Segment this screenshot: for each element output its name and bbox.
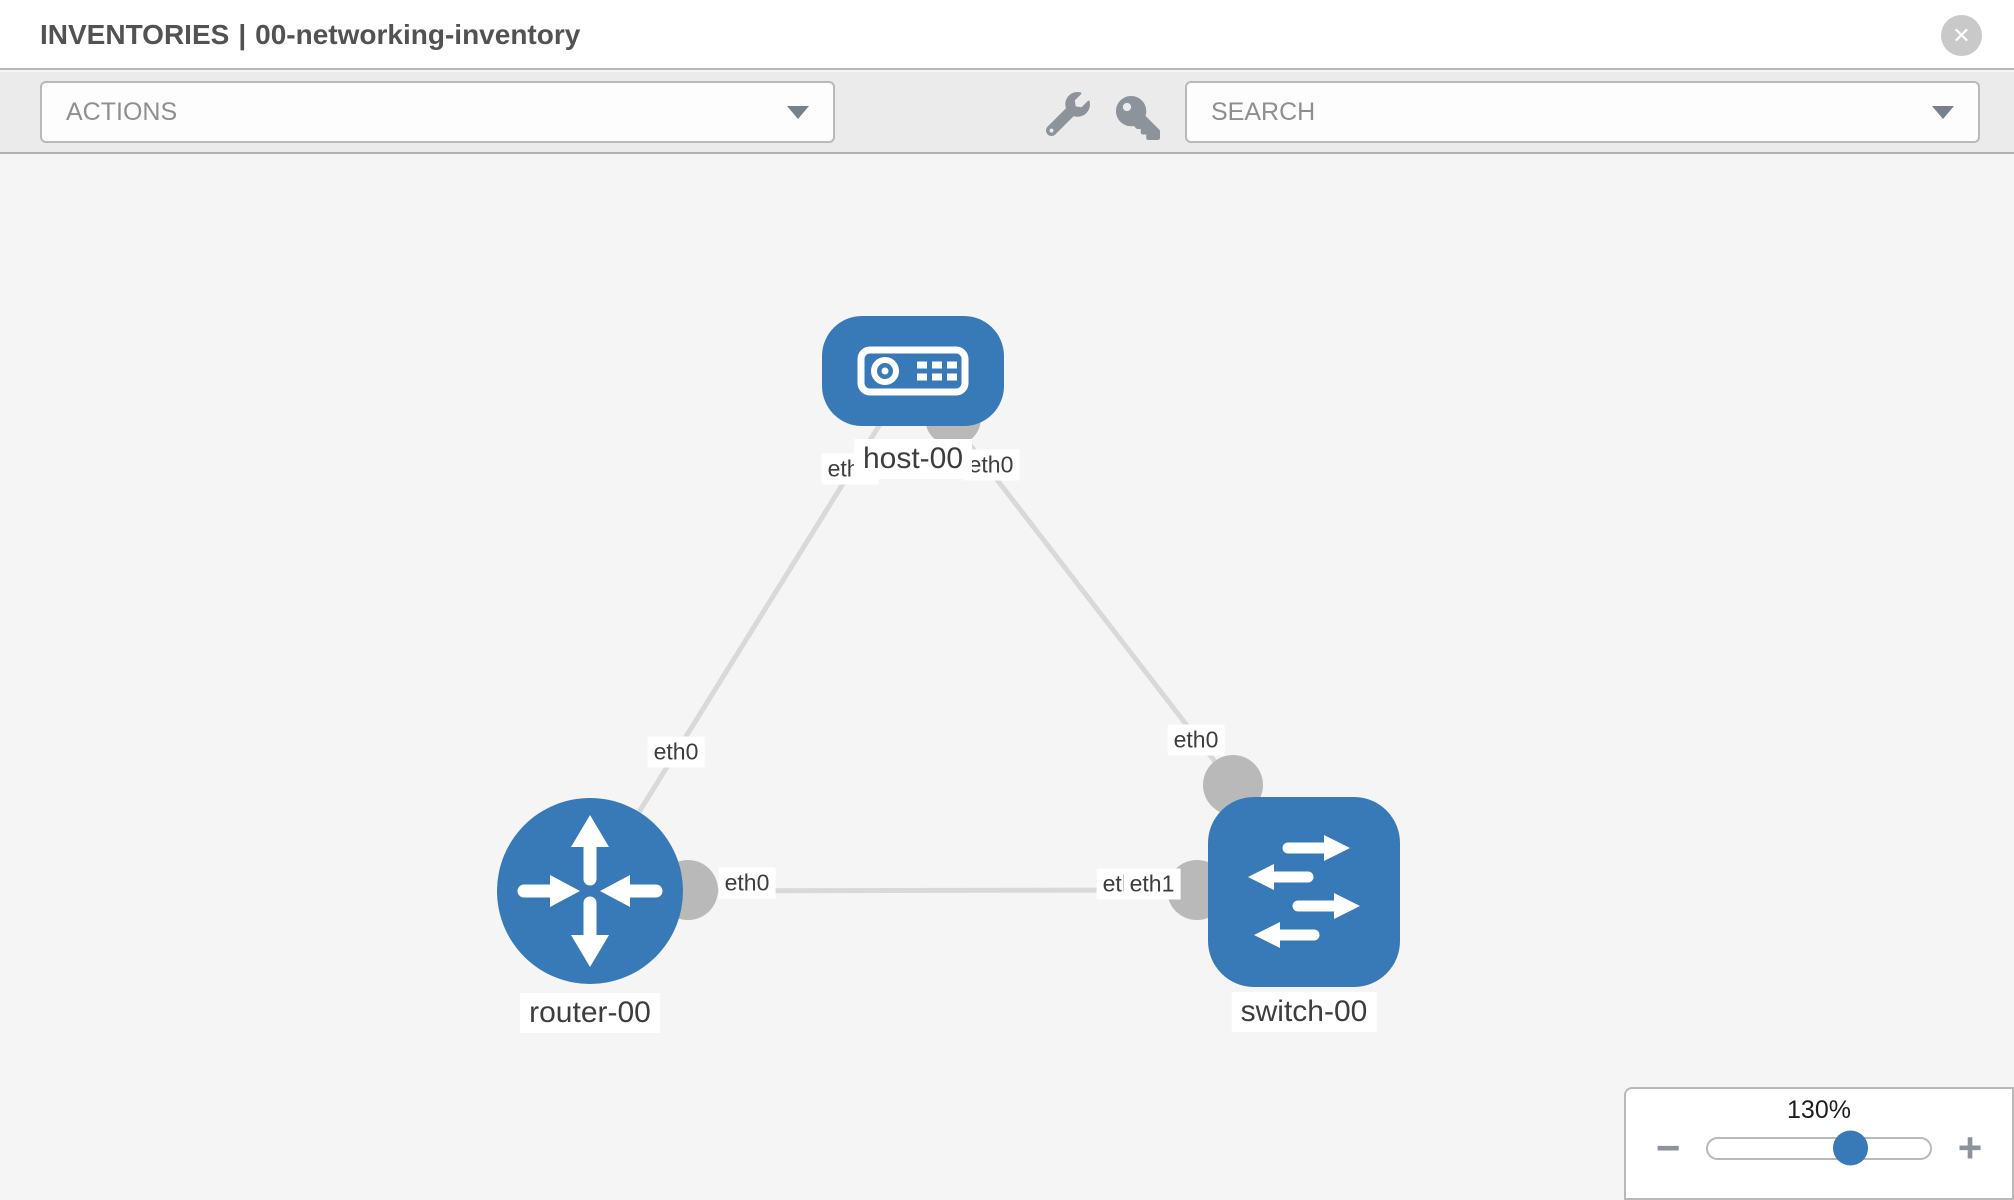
host-icon [857, 346, 969, 396]
router-icon [517, 815, 663, 967]
actions-dropdown-label: ACTIONS [66, 97, 178, 126]
topology-canvas[interactable]: eth0eth0eth0eth0eth0eth1eth1host-00route… [0, 154, 2014, 1200]
node-switch-00[interactable] [1208, 797, 1400, 987]
interface-label-eth0: eth0 [962, 449, 1020, 481]
search-dropdown[interactable]: SEARCH [1185, 81, 1980, 143]
search-placeholder: SEARCH [1211, 97, 1316, 126]
zoom-panel: 130% − + [1624, 1087, 2014, 1200]
inventory-name: 00-networking-inventory [255, 19, 581, 50]
header-bar: INVENTORIES | 00-networking-inventory ✕ [0, 0, 2014, 70]
interface-label-eth0: eth0 [1167, 724, 1225, 756]
node-router-00[interactable] [497, 798, 683, 984]
switch-icon [1248, 835, 1360, 948]
node-label-switch-00: switch-00 [1231, 992, 1377, 1032]
interface-label-eth1: eth1 [1123, 868, 1181, 900]
breadcrumb-inventories[interactable]: INVENTORIES [40, 19, 230, 50]
page-title: INVENTORIES | 00-networking-inventory [40, 0, 580, 70]
chevron-down-icon [787, 105, 809, 119]
node-label-host-00: host-00 [853, 439, 973, 479]
zoom-out-button[interactable]: − [1655, 1124, 1681, 1171]
zoom-slider-track[interactable] [1706, 1130, 1932, 1166]
breadcrumb-separator: | [238, 19, 247, 50]
zoom-in-button[interactable]: + [1957, 1124, 1983, 1171]
zoom-level-readout: 130% [1787, 1096, 1851, 1124]
close-icon[interactable]: ✕ [1941, 15, 1982, 56]
node-label-router-00: router-00 [520, 993, 660, 1033]
interface-label-eth0: eth0 [647, 736, 705, 768]
zoom-slider-thumb[interactable] [1833, 1130, 1869, 1166]
key-icon[interactable] [1116, 96, 1160, 140]
toolbar: ACTIONS SEARCH [0, 72, 2014, 154]
wrench-icon[interactable] [1045, 92, 1090, 137]
interface-label-eth0: eth0 [718, 867, 776, 899]
actions-dropdown[interactable]: ACTIONS [40, 81, 835, 143]
chevron-down-icon [1932, 105, 1954, 119]
node-host-00[interactable] [822, 316, 1004, 426]
